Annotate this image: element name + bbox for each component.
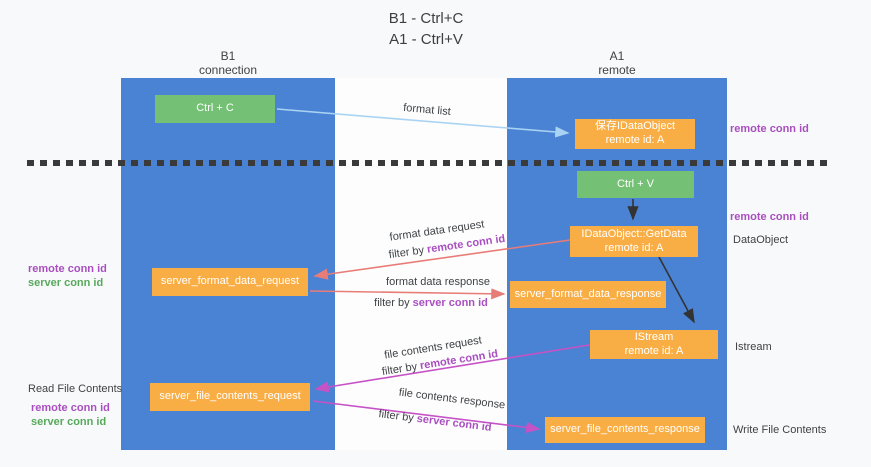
node-istream: IStream remote id: A <box>590 330 718 359</box>
node-ctrl-v: Ctrl + V <box>577 171 694 198</box>
column-a1-subtitle: remote <box>598 62 636 77</box>
node-ctrl-c-label: Ctrl + C <box>196 102 234 115</box>
node-save-idataobject-line2: remote id: A <box>605 134 665 146</box>
filter-key-server-conn-id: server conn id <box>412 297 488 309</box>
node-server-file-contents-response: server_file_contents_response <box>545 417 705 443</box>
node-format-request-label: server_format_data_request <box>160 275 300 288</box>
node-ctrl-v-label: Ctrl + V <box>617 177 654 190</box>
node-istream-line2: remote id: A <box>624 344 684 357</box>
column-b1-name: B1 <box>220 49 236 63</box>
node-server-file-contents-request: server_file_contents_request <box>150 383 310 411</box>
node-file-response-label: server_file_contents_response <box>550 423 700 436</box>
annotation-remote-conn-id-top: remote conn id <box>730 123 809 135</box>
annotation-left-remote-conn-id-2: remote conn id <box>31 402 110 414</box>
node-server-format-data-response: server_format_data_response <box>510 281 666 308</box>
column-header-b1: B1 connection <box>121 49 335 78</box>
node-getdata-line1: IDataObject::GetData <box>581 227 687 240</box>
node-istream-line1: IStream <box>634 330 674 343</box>
title-line-2: A1 - Ctrl+V <box>389 31 463 48</box>
annotation-write-file-contents: Write File Contents <box>733 424 827 436</box>
annotation-left-remote-conn-id-1: remote conn id <box>28 263 107 275</box>
node-save-idataobject: 保存IDataObject remote id: A <box>575 119 695 149</box>
column-b1-subtitle: connection <box>198 62 258 77</box>
format-data-response-label: format data response <box>386 276 490 288</box>
column-a1-name: A1 <box>609 49 625 63</box>
node-save-idataobject-line1: 保存IDataObject <box>594 120 676 133</box>
annotation-read-file-contents: Read File Contents <box>28 383 123 395</box>
annotation-remote-conn-id-mid: remote conn id <box>730 211 809 223</box>
diagram-title: B1 - Ctrl+C A1 - Ctrl+V <box>0 8 852 50</box>
annotation-left-server-conn-id-1: server conn id <box>28 277 104 289</box>
annotation-left-server-conn-id-2: server conn id <box>31 416 107 428</box>
annotation-istream: Istream <box>735 341 772 353</box>
node-format-response-label: server_format_data_response <box>514 287 662 300</box>
node-server-format-data-request: server_format_data_request <box>152 268 308 296</box>
node-idataobject-getdata: IDataObject::GetData remote id: A <box>570 226 698 257</box>
annotation-dataobject: DataObject <box>733 234 789 246</box>
filter-by-prefix: filter by <box>374 297 413 309</box>
column-header-a1: A1 remote <box>507 49 727 78</box>
node-getdata-line2: remote id: A <box>604 241 664 254</box>
node-file-request-label: server_file_contents_request <box>159 390 301 403</box>
node-ctrl-c: Ctrl + C <box>155 95 275 123</box>
title-line-1: B1 - Ctrl+C <box>388 10 464 27</box>
format-data-response-filter-label: filter by server conn id <box>374 297 488 309</box>
